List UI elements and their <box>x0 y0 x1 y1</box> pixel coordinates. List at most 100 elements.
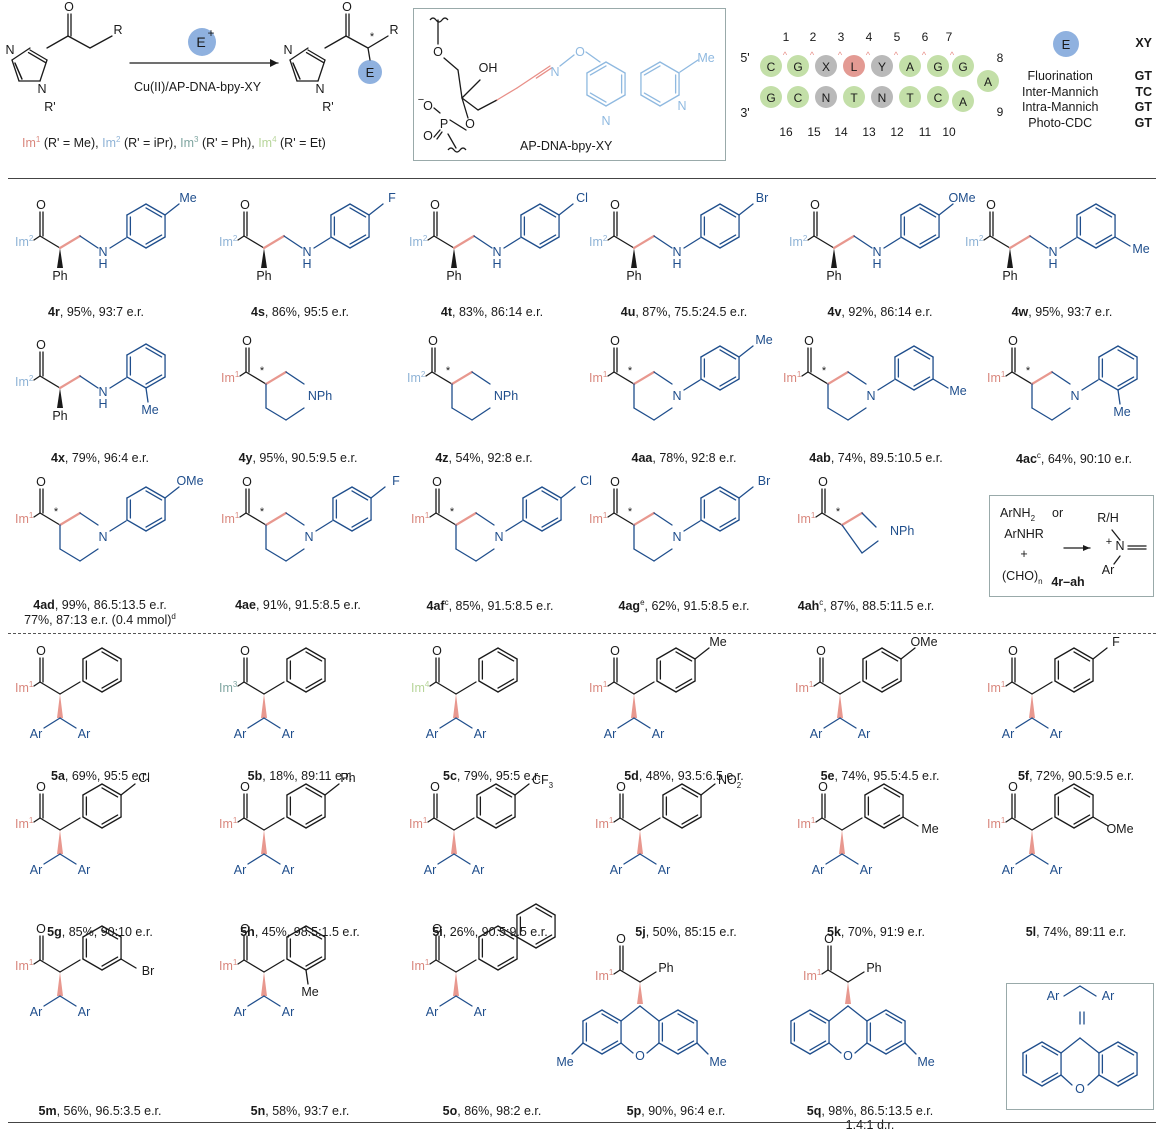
bond <box>639 817 661 831</box>
bond <box>1054 816 1075 829</box>
bond <box>881 651 899 662</box>
bond <box>1011 371 1033 385</box>
bond <box>1076 203 1097 216</box>
bond <box>900 647 916 660</box>
bond <box>738 203 754 216</box>
bond <box>539 234 557 245</box>
bond <box>653 512 673 526</box>
paraformaldehyde-label: (CHO)n <box>1002 569 1043 586</box>
wedge-bond <box>831 248 837 268</box>
wavy-bond <box>447 147 467 153</box>
bond <box>435 681 457 695</box>
bond <box>263 959 285 973</box>
nucleotide-label: N <box>822 91 831 105</box>
bromo-label: Br <box>756 191 769 205</box>
bond <box>39 512 61 526</box>
bond <box>239 371 247 377</box>
electrophile-badge <box>1053 31 1079 57</box>
bond <box>832 234 856 250</box>
phenyl-label: Ph <box>626 269 641 283</box>
nitrogen-label: N <box>672 530 681 544</box>
oxygen-label: O <box>465 117 475 131</box>
bond <box>700 378 721 391</box>
bond <box>449 119 467 131</box>
bond <box>101 647 122 660</box>
bond <box>883 814 901 825</box>
bond <box>607 512 615 518</box>
bond <box>164 486 180 499</box>
caption-5o: 5o, 86%, 98:2 e.r. <box>442 1104 542 1118</box>
bond <box>495 787 513 798</box>
bond <box>109 377 127 389</box>
r-label: R <box>389 23 398 37</box>
bond <box>101 651 119 662</box>
imidazole-label: Im1 <box>221 370 240 385</box>
imidazole-label: Im1 <box>589 680 608 695</box>
bond <box>1060 1074 1073 1086</box>
caption-5m: 5m, 56%, 96.5:3.5 e.r. <box>38 1104 162 1118</box>
bond <box>1098 1041 1119 1054</box>
aryl-label: Ar <box>30 1005 43 1019</box>
bond <box>1041 1072 1059 1083</box>
nitrogen-label: N <box>1115 539 1124 553</box>
im3-label: Im3 <box>180 135 199 151</box>
nucleotide-bead <box>760 55 782 77</box>
xy-intra-mannich: GT <box>1134 100 1152 114</box>
oxygen-label: O <box>36 475 46 489</box>
bond <box>262 234 286 250</box>
bond <box>827 407 849 421</box>
aryl-label: Ar <box>234 727 247 741</box>
imidazole-label: Im1 <box>219 816 238 831</box>
bond <box>1029 235 1049 249</box>
bond <box>503 237 521 249</box>
bond <box>349 234 367 245</box>
bond <box>243 959 265 973</box>
bond <box>640 61 661 74</box>
bond <box>1098 345 1119 358</box>
bond <box>1111 529 1121 541</box>
bond <box>59 959 81 973</box>
bond <box>101 680 122 693</box>
bond <box>919 207 937 218</box>
bond <box>101 925 122 938</box>
bond <box>847 1005 868 1022</box>
bond <box>656 680 677 693</box>
aryl-label: Ar <box>474 727 487 741</box>
hydrogen-label: H <box>98 257 107 271</box>
bond <box>332 486 353 499</box>
nitrogen-label: N <box>304 530 313 544</box>
bond <box>675 651 693 662</box>
nucleotide-label: N <box>878 91 887 105</box>
imidazole-label: Im1 <box>987 680 1006 695</box>
nucleotide-label: C <box>767 60 776 74</box>
bond <box>601 1013 619 1024</box>
bond <box>120 958 137 969</box>
oxygen-label: O <box>430 198 440 212</box>
bond <box>516 75 536 89</box>
bond <box>535 907 553 918</box>
bond <box>475 548 495 562</box>
nucleotide-label: G <box>933 60 942 74</box>
aryl-label: Ar <box>810 727 823 741</box>
bond <box>826 370 850 386</box>
phenyl-label: Ph <box>866 961 881 975</box>
bond <box>39 375 61 389</box>
bond <box>305 51 325 64</box>
reaction-inter-mannich: Inter-Mannich <box>1022 84 1099 99</box>
bond <box>847 407 867 421</box>
phenyl-label: Ph <box>256 269 271 283</box>
oxygen-label: O <box>1008 780 1018 794</box>
reaction-list: Fluorination Inter-Mannich Intra-Mannich… <box>1022 69 1098 131</box>
bond <box>821 512 843 526</box>
imidazole-label: Im2 <box>219 234 238 249</box>
bond <box>1092 816 1109 827</box>
position-number: 11 <box>919 125 932 139</box>
oxygen-label: O <box>610 198 620 212</box>
nitrogen-label: N <box>866 389 875 403</box>
bond <box>809 1009 830 1022</box>
bond <box>902 816 919 827</box>
